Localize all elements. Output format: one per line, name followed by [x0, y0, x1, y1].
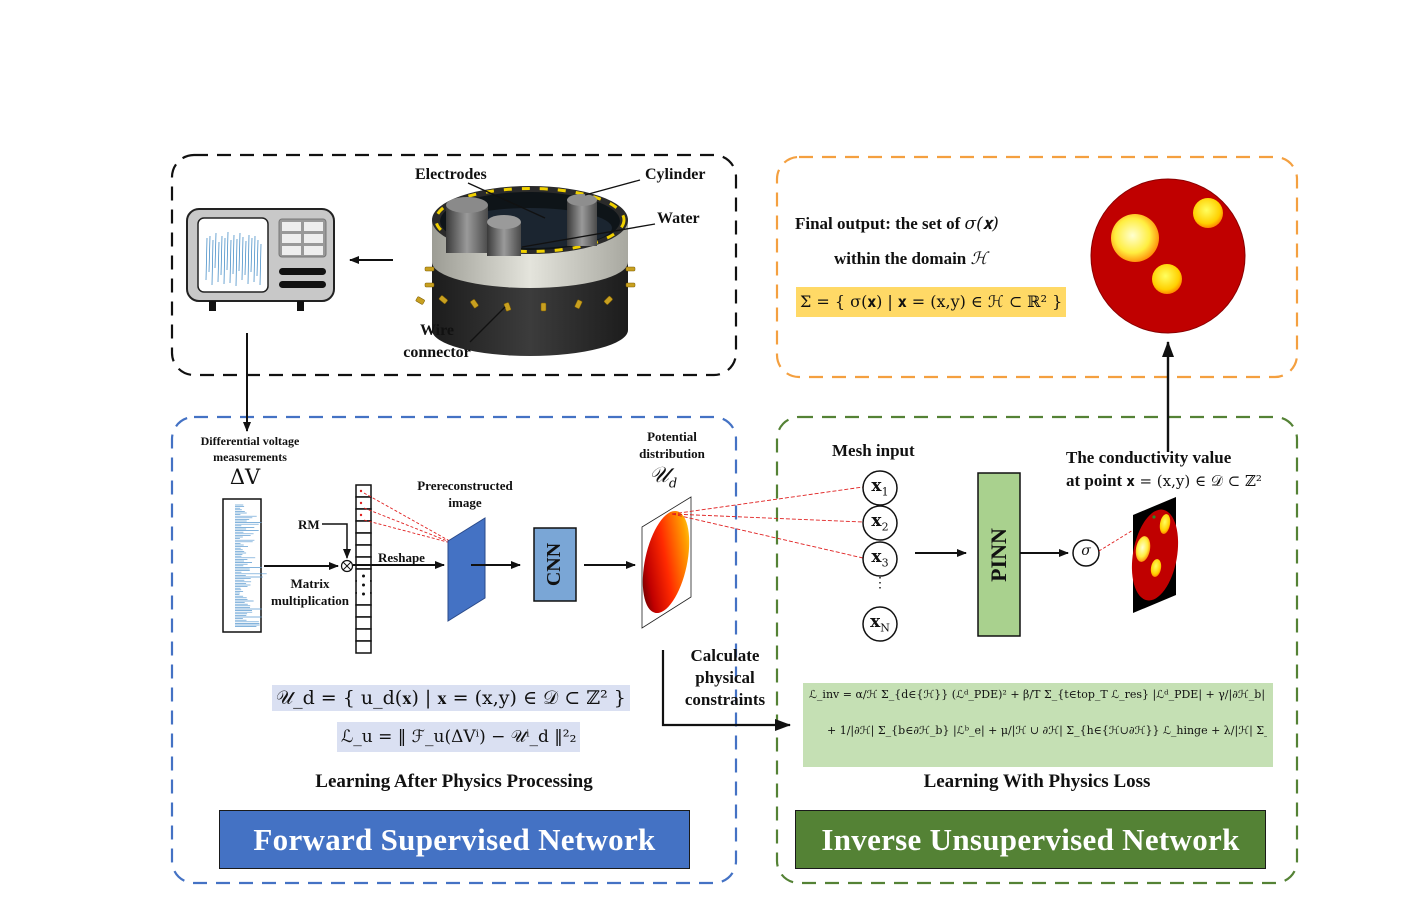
label-electrodes: Electrodes — [415, 166, 487, 183]
vector-cell — [355, 532, 372, 546]
vector-cell — [355, 508, 372, 522]
waveform-icon — [205, 231, 262, 287]
label-prereconstructed-image: Prereconstructed image — [417, 478, 513, 510]
mesh-node-2-label: x2 — [871, 511, 889, 534]
cnn-block — [533, 527, 577, 602]
vector-cell — [355, 496, 372, 510]
mesh-node-n-label: xN — [870, 612, 890, 635]
vector-cell — [355, 616, 372, 630]
potential-set-formula: 𝒰_d = { u_d(𝐱) | 𝐱 = (x,y) ∈ 𝒟 ⊂ ℤ² } — [272, 685, 630, 711]
sigma-node-label: σ — [1081, 543, 1091, 559]
conductivity-map-small — [1131, 497, 1179, 613]
output-section-box — [775, 155, 1299, 379]
inverse-network-banner: Inverse Unsupervised Network — [795, 810, 1266, 869]
mesh-node-1 — [862, 470, 898, 506]
loss-formula-line2: + 1/|∂ℋ| Σ_{b∈∂ℋ_b} |ℒᵇ_e| + μ/|ℋ ∪ ∂ℋ| … — [827, 724, 1267, 737]
label-mesh-input: Mesh input — [832, 441, 915, 460]
potential-distribution-map — [641, 496, 692, 629]
mesh-node-1-label: x1 — [871, 476, 889, 499]
vector-cell — [355, 628, 372, 642]
label-water: Water — [657, 210, 700, 227]
inverse-section-label: Learning With Physics Loss — [923, 771, 1151, 792]
monitor-icon — [186, 208, 335, 311]
mesh-node-3 — [862, 541, 898, 577]
label-potential-distribution: Potential distribution — [639, 429, 705, 461]
label-connector: connector — [403, 344, 471, 361]
vector-cell-marker — [359, 513, 363, 517]
multiply-operator-icon — [340, 559, 354, 573]
vector-cell — [355, 604, 372, 618]
sigma-node — [1072, 539, 1100, 567]
arrow-physical-constraints — [661, 650, 791, 731]
inverse-section-box — [775, 415, 1299, 885]
pinn-block — [977, 472, 1021, 637]
vector-to-image-links — [363, 492, 456, 545]
loss-formula-line1: ℒ_inv = α/ℋ Σ_{d∈{ℋ}} (ℒᵈ_PDE)² + β/T Σ_… — [809, 688, 1267, 701]
vector-ellipsis-dot — [362, 583, 365, 587]
forward-network-banner: Forward Supervised Network — [219, 810, 690, 869]
label-cylinder: Cylinder — [645, 166, 706, 183]
prereconstructed-image — [447, 517, 486, 622]
vector-cell — [355, 556, 372, 570]
eit-tank-illustration — [415, 179, 656, 356]
mesh-node-n — [862, 606, 898, 642]
label-reshape: Reshape — [378, 550, 425, 565]
label-differential-voltage: Differential voltage measurements — [200, 434, 300, 464]
label-rm: RM — [298, 517, 320, 532]
hardware-section-box — [170, 153, 738, 377]
forward-loss-formula: ℒ_u = ‖ ℱ_u(ΔVⁱ) − 𝒰ⁱ_d ‖²₂ — [337, 722, 581, 752]
conductivity-map-large — [1090, 178, 1246, 334]
vector-cell — [355, 520, 372, 534]
measurement-vector-column — [355, 484, 372, 654]
cnn-label: CNN — [543, 542, 566, 587]
label-wire: Wire — [419, 322, 455, 339]
delta-v-symbol: ΔV — [229, 465, 261, 489]
pinn-label-wrap: PINN — [978, 473, 1020, 636]
sigma-x-symbol: σ(𝐱) — [964, 214, 999, 234]
mesh-node-2 — [862, 505, 898, 541]
label-conductivity-value: The conductivity value — [1066, 448, 1232, 467]
label-conductivity-point: at point 𝐱 = (x,y) ∈ 𝒟 ⊂ ℤ² — [1066, 471, 1262, 490]
vector-cell — [355, 544, 372, 558]
potential-symbol: 𝒰d — [649, 463, 678, 492]
label-matrix-multiplication: Matrix multiplication — [270, 576, 349, 608]
label-wire-connector: Wire connector — [395, 320, 479, 364]
mesh-nodes — [862, 470, 898, 642]
domain-h-symbol: ℋ — [970, 249, 988, 269]
sigma-set-formula: Σ = { σ(𝐱) | 𝐱 = (x,y) ∈ ℋ ⊂ ℝ² } — [796, 287, 1067, 317]
final-output-line1: Final output: the set of σ(𝐱) — [795, 214, 999, 234]
final-output-line2: within the domain ℋ — [834, 249, 988, 269]
cnn-label-wrap: CNN — [534, 528, 576, 601]
vector-cell-marker — [359, 489, 363, 493]
vector-ellipsis-dot — [362, 574, 365, 578]
forward-section-box — [170, 415, 738, 885]
label-calculate-physical-constraints: Calculate physical constraints — [684, 646, 766, 709]
mesh-ellipsis: ⋮ — [873, 575, 887, 591]
potential-to-mesh-links — [671, 486, 864, 559]
vector-cell — [355, 640, 372, 654]
vector-ellipsis-dot — [362, 592, 365, 596]
inverse-loss-formula: ℒ_inv = α/ℋ Σ_{d∈{ℋ}} (ℒᵈ_PDE)² + β/T Σ_… — [803, 683, 1273, 767]
forward-section-label: Learning After Physics Processing — [315, 771, 593, 792]
mesh-node-3-label: x3 — [871, 547, 889, 570]
pinn-label: PINN — [986, 527, 1011, 582]
voltage-signal-plot — [222, 498, 267, 633]
vector-cell-marker — [359, 501, 363, 505]
arrow-rm-to-multiply — [322, 523, 351, 559]
